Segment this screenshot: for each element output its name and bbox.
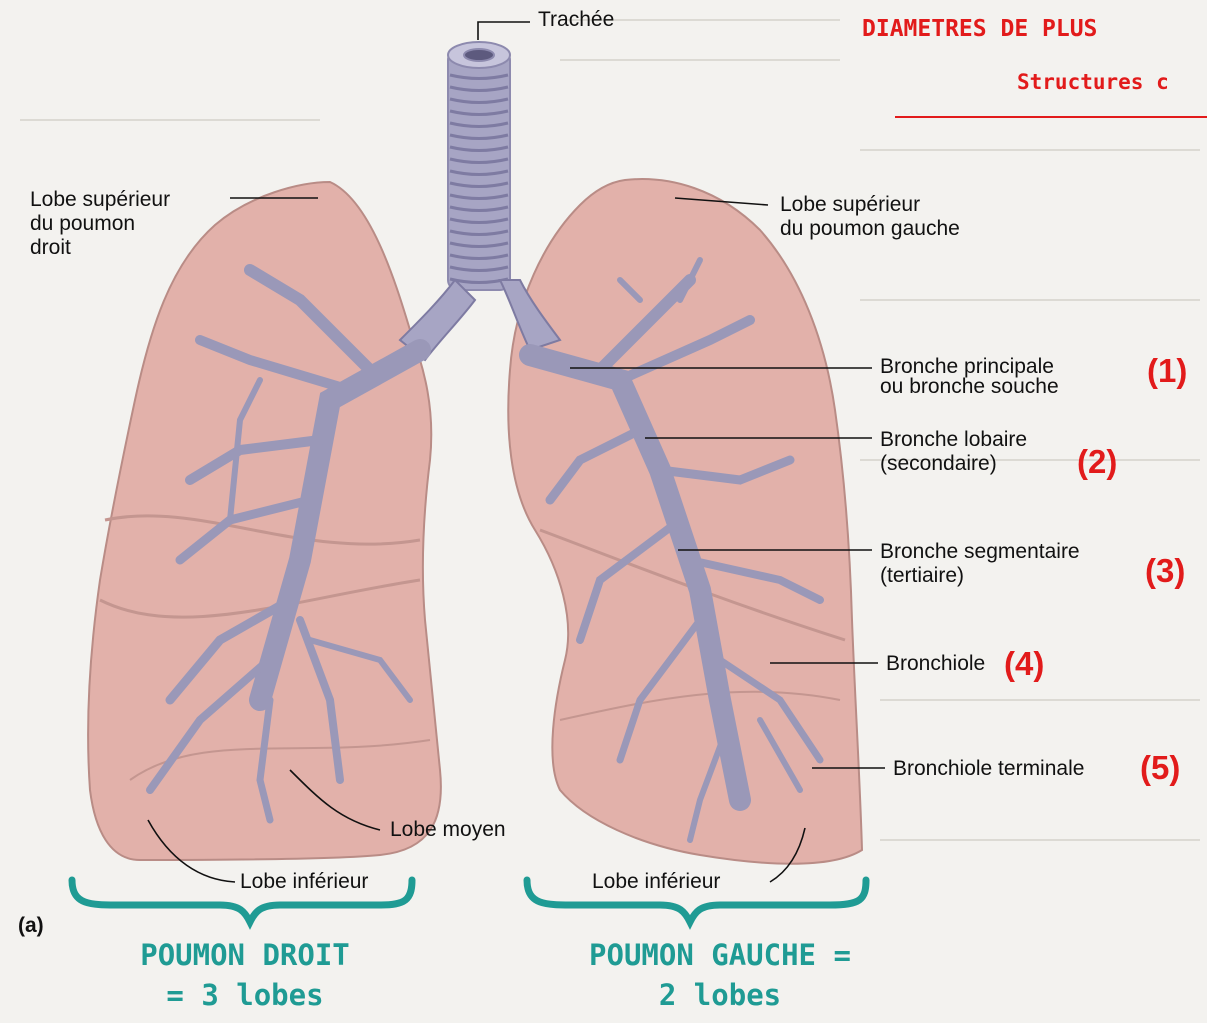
label-line: Bronche segmentaire xyxy=(880,540,1080,564)
number-2: (2) xyxy=(1077,443,1117,481)
label-line: Bronche lobaire xyxy=(880,428,1027,452)
figure-letter: (a) xyxy=(18,914,44,938)
label-left-lower-lobe: Lobe inférieur xyxy=(592,870,720,894)
label-line: (secondaire) xyxy=(880,452,1027,476)
label-middle-lobe: Lobe moyen xyxy=(390,818,506,842)
label-segmental-bronchus: Bronche segmentaire (tertiaire) xyxy=(880,540,1080,588)
summary-line: POUMON GAUCHE = xyxy=(510,935,930,975)
header-title: DIAMETRES DE PLUS xyxy=(862,16,1097,42)
label-left-upper-lobe: Lobe supérieur du poumon gauche xyxy=(780,193,960,241)
summary-right-lung: POUMON DROIT = 3 lobes xyxy=(70,935,420,1015)
summary-line: = 3 lobes xyxy=(70,975,420,1015)
label-line: (tertiaire) xyxy=(880,564,1080,588)
label-right-upper-lobe: Lobe supérieur du poumon droit xyxy=(30,188,170,260)
label-main-bronchus: Bronche principale ou bronche souche xyxy=(880,357,1059,397)
label-right-lower-lobe: Lobe inférieur xyxy=(240,870,368,894)
summary-line: POUMON DROIT xyxy=(70,935,420,975)
label-line: Lobe supérieur xyxy=(30,188,170,212)
number-4: (4) xyxy=(1004,645,1044,683)
label-line: droit xyxy=(30,236,170,260)
header-subtitle: Structures c xyxy=(1017,70,1169,94)
summary-line: 2 lobes xyxy=(510,975,930,1015)
number-3: (3) xyxy=(1145,552,1185,590)
number-1: (1) xyxy=(1147,352,1187,390)
trachea xyxy=(448,42,510,290)
label-bronchiole: Bronchiole xyxy=(886,652,985,676)
label-terminal-bronchiole: Bronchiole terminale xyxy=(893,757,1084,781)
label-line: Lobe supérieur xyxy=(780,193,960,217)
label-line: ou bronche souche xyxy=(880,377,1059,397)
label-line: Bronche principale xyxy=(880,357,1059,377)
label-trachea: Trachée xyxy=(538,8,614,32)
summary-left-lung: POUMON GAUCHE = 2 lobes xyxy=(510,935,930,1015)
leader-trachea xyxy=(478,22,530,40)
number-5: (5) xyxy=(1140,749,1180,787)
label-line: du poumon gauche xyxy=(780,217,960,241)
label-lobar-bronchus: Bronche lobaire (secondaire) xyxy=(880,428,1027,476)
label-line: du poumon xyxy=(30,212,170,236)
